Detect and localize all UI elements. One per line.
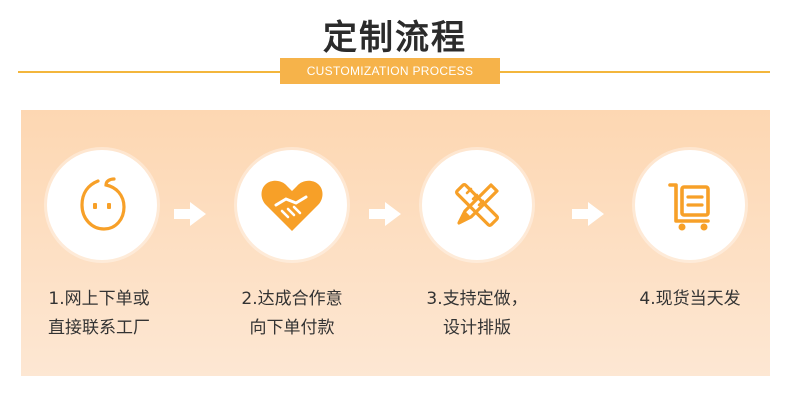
step-1-label: 1.网上下单或 直接联系工厂 (48, 289, 150, 338)
cart-box-icon (668, 183, 710, 231)
arrow-right-icon (570, 200, 606, 228)
title-rule-left (18, 71, 280, 73)
page-title: 定制流程 (323, 18, 467, 58)
step-3 (422, 150, 532, 260)
step-3-label: 3.支持定做， 设计排版 (426, 289, 528, 338)
step-4-label: 4.现货当天发 (639, 289, 741, 309)
step-1-circle (47, 150, 157, 260)
step-2-label: 2.达成合作意 向下单付款 (241, 289, 343, 338)
title-rule-right (500, 71, 770, 73)
handshake-heart-icon (261, 180, 323, 231)
chat-bubble-face-icon (80, 177, 126, 231)
arrow-right-icon (172, 200, 208, 228)
step-3-circle (422, 150, 532, 260)
subtitle-badge: CUSTOMIZATION PROCESS (280, 58, 500, 84)
ruler-pencil-icon (455, 183, 499, 227)
step-4 (635, 150, 745, 260)
step-4-circle (635, 150, 745, 260)
process-panel (21, 110, 770, 376)
step-2 (237, 150, 347, 260)
arrow-right-icon (367, 200, 403, 228)
step-1 (47, 150, 157, 260)
step-2-circle (237, 150, 347, 260)
